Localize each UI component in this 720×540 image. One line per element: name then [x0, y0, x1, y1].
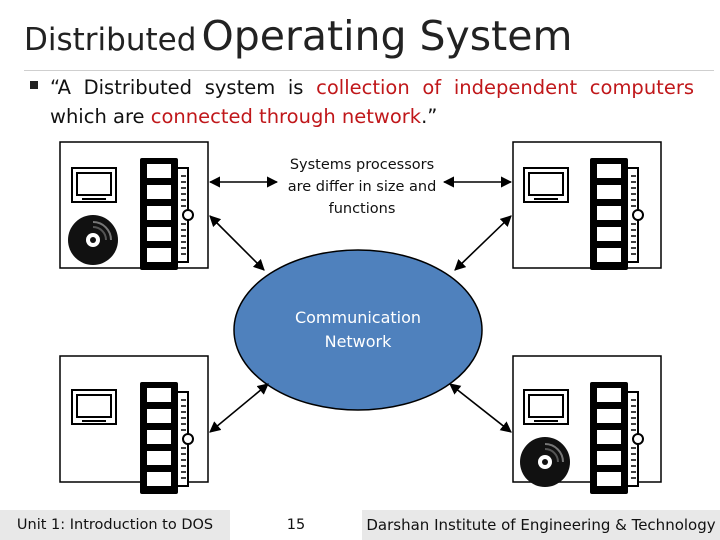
footer: Unit 1: Introduction to DOS 15 Darshan I…	[0, 510, 720, 540]
disc-icon	[519, 436, 571, 488]
definition-highlight-network: connected through network	[150, 105, 422, 128]
monitor-icon	[523, 389, 569, 425]
title-words-operating-system: Operating System	[201, 12, 573, 60]
page-title: Distributed Operating System	[24, 12, 572, 60]
monitor-icon	[523, 167, 569, 203]
network-label: Communication Network	[294, 308, 422, 351]
monitor-icon	[71, 167, 117, 203]
arrow-top-right-to-network	[454, 215, 512, 271]
definition-part-3: which are	[50, 105, 151, 128]
definition-part-5: .”	[421, 105, 438, 128]
definition-part-1: “A Distributed system is	[50, 76, 317, 99]
definition-bullet: “A Distributed system is collection of i…	[30, 73, 694, 131]
node-top-left	[59, 141, 209, 271]
arrow-bottom-right-to-network	[449, 383, 512, 433]
disc-icon	[67, 214, 119, 266]
title-word-distributed: Distributed	[24, 22, 197, 58]
memory-chip-icon	[589, 381, 644, 495]
definition-highlight-computers: collection of independent computers	[316, 76, 694, 99]
node-top-right	[512, 141, 662, 271]
footer-unit: Unit 1: Introduction to DOS	[0, 510, 230, 540]
bullet-marker-icon	[30, 81, 38, 89]
arrow-bottom-left-to-network	[209, 383, 269, 433]
processor-label: Systems processors are differ in size an…	[287, 157, 437, 217]
footer-page-number: 15	[286, 517, 306, 533]
node-bottom-left	[59, 355, 209, 495]
definition-text: “A Distributed system is collection of i…	[50, 73, 694, 131]
node-bottom-right	[512, 355, 662, 495]
memory-chip-icon	[139, 381, 194, 495]
communication-network-ellipse	[233, 249, 483, 411]
footer-institute: Darshan Institute of Engineering & Techn…	[362, 510, 720, 540]
title-divider	[24, 70, 714, 71]
memory-chip-icon	[589, 157, 644, 271]
monitor-icon	[71, 389, 117, 425]
memory-chip-icon	[139, 157, 194, 271]
arrow-top-left-to-network	[209, 215, 265, 271]
